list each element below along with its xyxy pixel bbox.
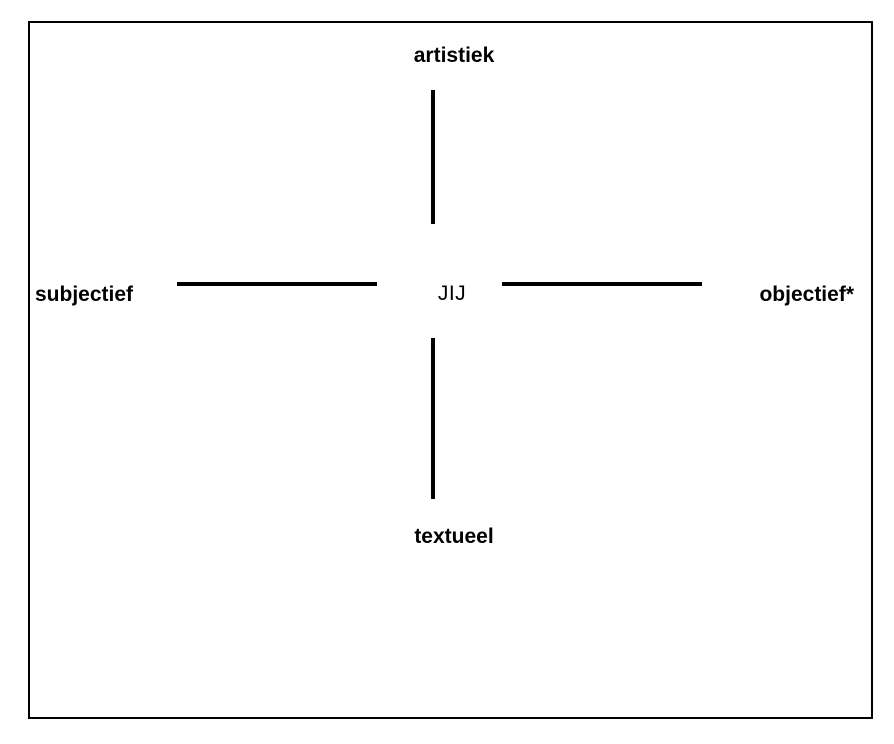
vertical-axis-lower-segment <box>431 338 435 499</box>
axis-pole-label-right: objectief* <box>759 283 854 306</box>
diagram-frame: artistiek textueel subjectief objectief*… <box>28 21 873 719</box>
axis-pole-label-left: subjectief <box>35 283 134 306</box>
horizontal-axis-left-segment <box>177 282 377 286</box>
horizontal-axis-right-segment <box>502 282 702 286</box>
axis-pole-label-bottom: textueel <box>414 525 494 548</box>
axis-center-label: JIJ <box>437 282 467 305</box>
vertical-axis-upper-segment <box>431 90 435 224</box>
axis-pole-label-top: artistiek <box>413 44 495 67</box>
